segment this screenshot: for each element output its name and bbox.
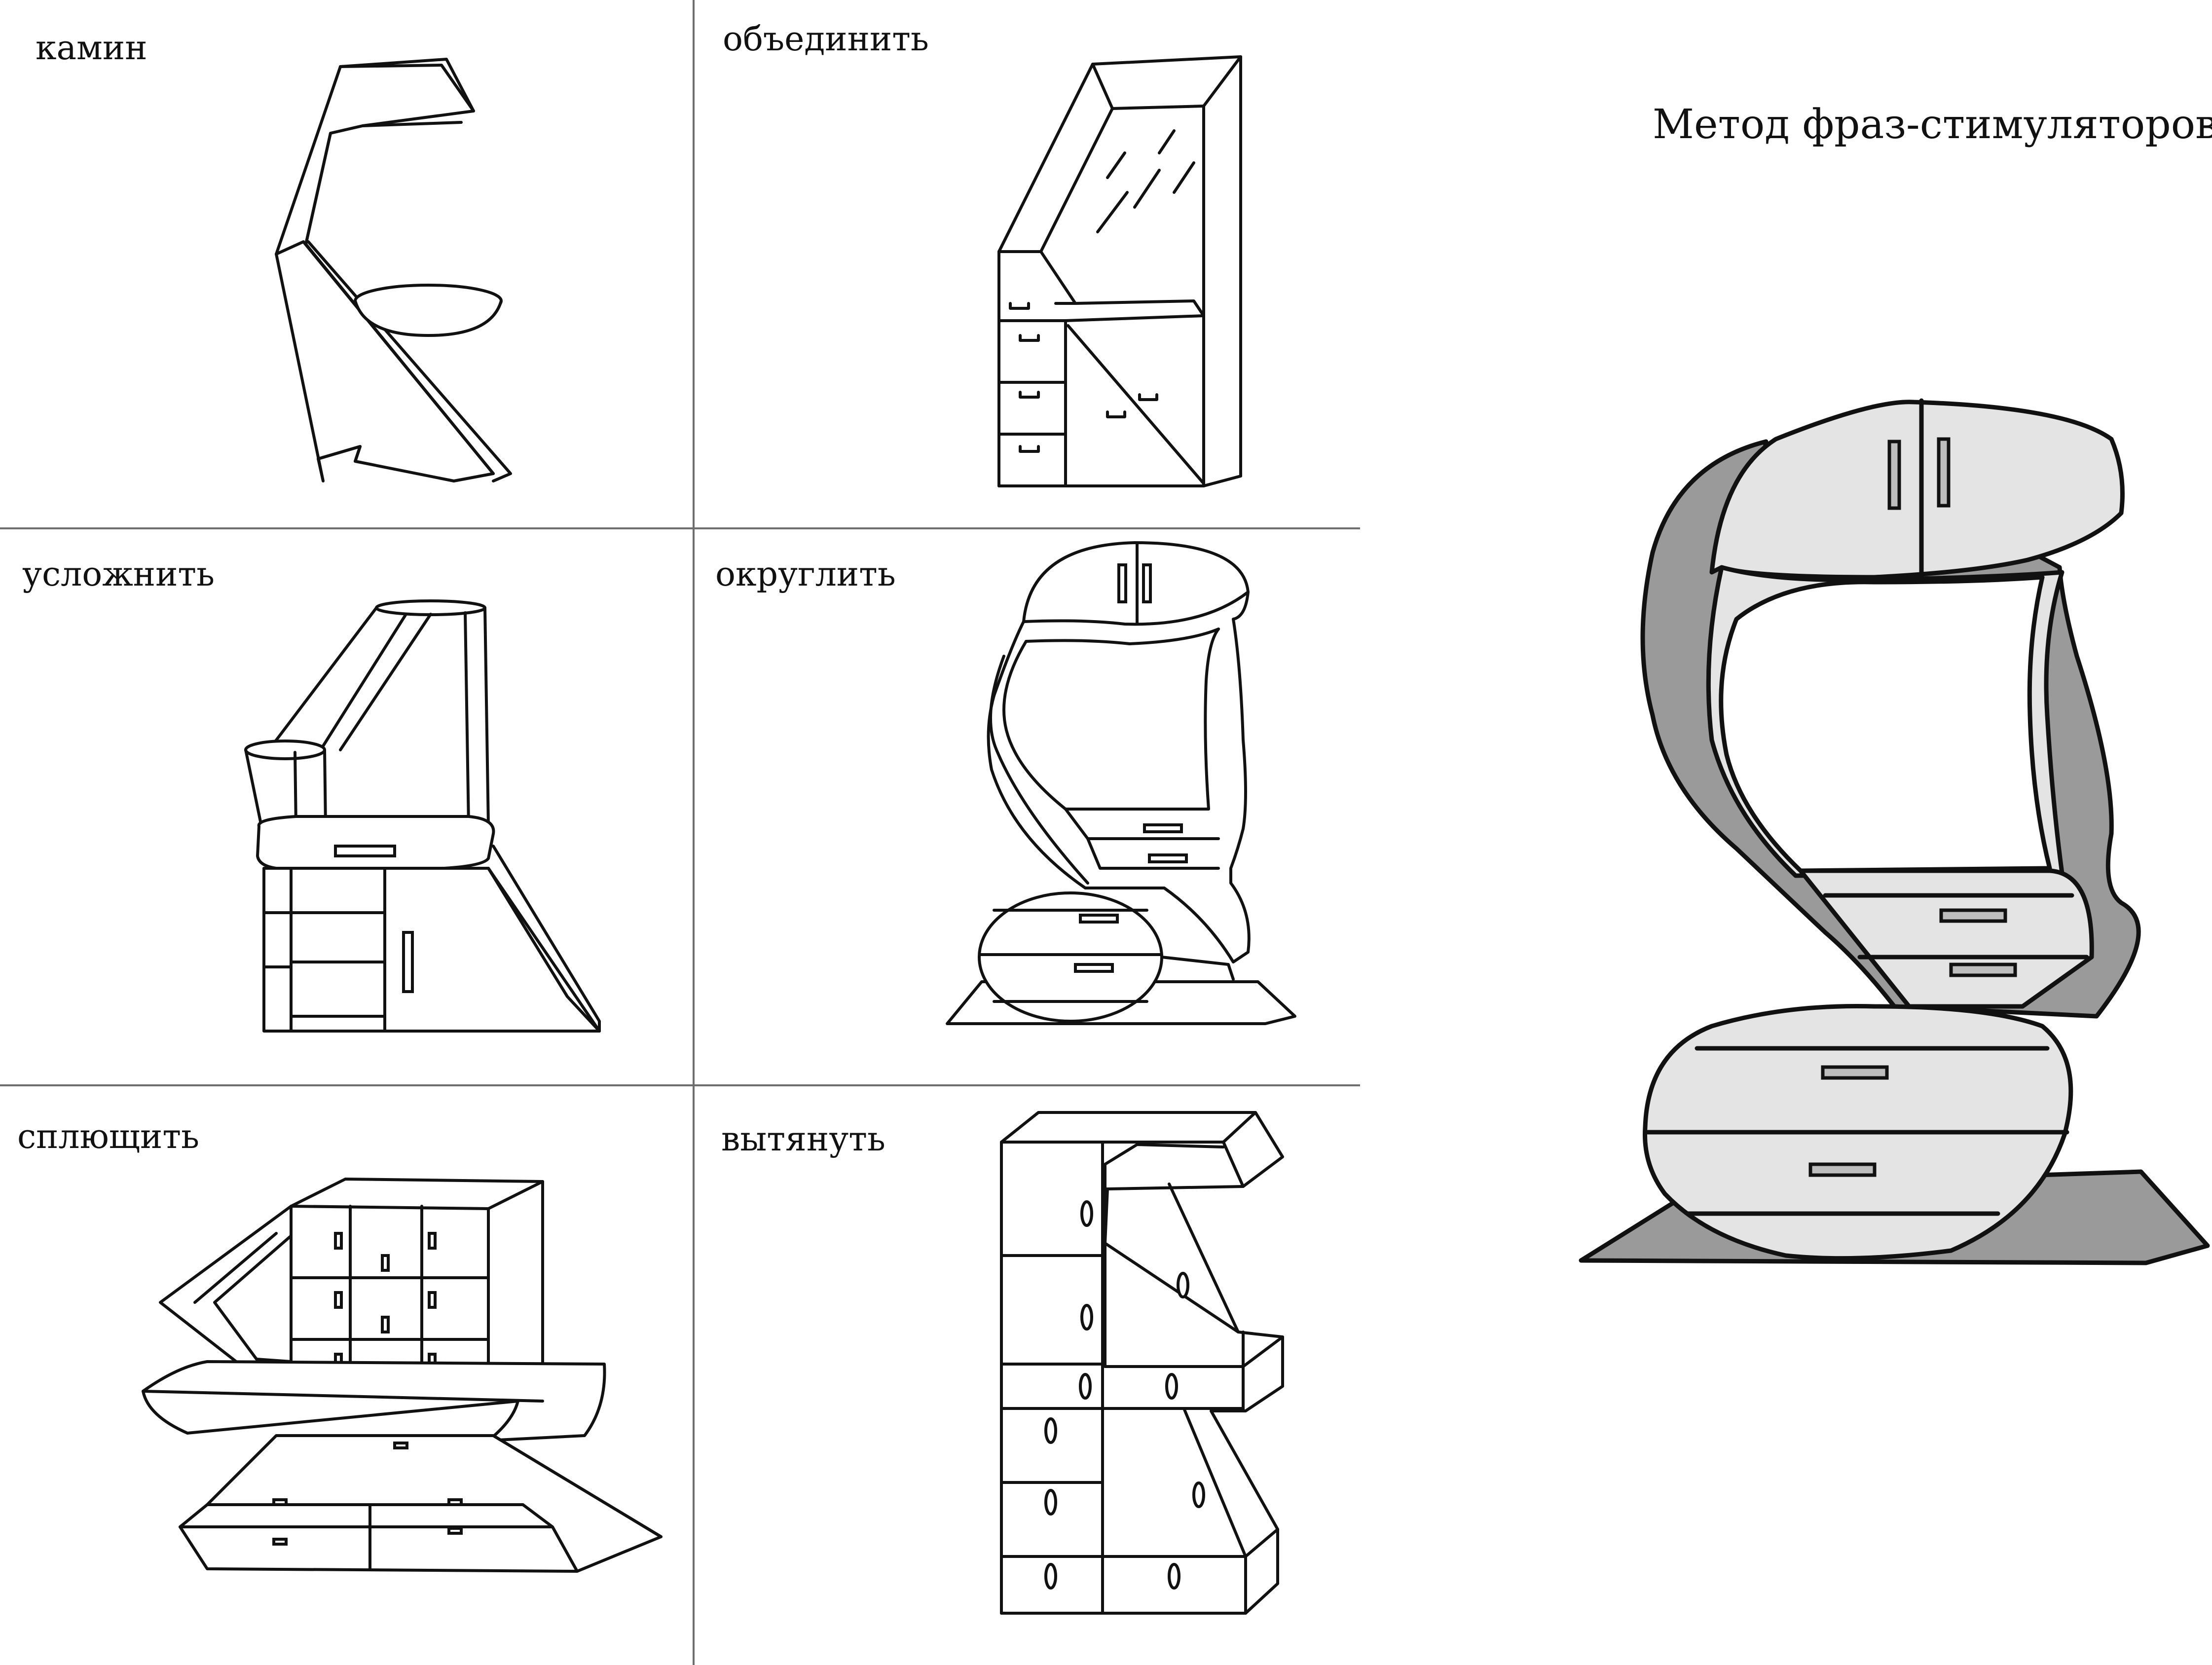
- fireplace-drawing: [275, 58, 512, 482]
- cell-label-round: округлить: [715, 555, 896, 594]
- final-design-drawing: [1579, 398, 2210, 1265]
- stretched-unit-drawing: [1000, 1111, 1284, 1615]
- cell-label-combine: объединить: [723, 20, 929, 59]
- cell-label-stretch: вытянуть: [721, 1120, 885, 1159]
- page-title: Метод фраз-стимуляторов: [1653, 101, 2212, 148]
- rounded-unit-drawing: [946, 541, 1296, 1025]
- cell-label-complicate: усложнить: [22, 555, 215, 594]
- flattened-unit-drawing: [142, 1178, 663, 1573]
- complex-unit-drawing: [244, 599, 601, 1033]
- cell-label-fireplace: камин: [36, 29, 147, 68]
- combined-cabinet-drawing: [997, 55, 1242, 487]
- grid-lines: [0, 0, 1360, 1665]
- cell-label-flatten: сплющить: [17, 1117, 199, 1156]
